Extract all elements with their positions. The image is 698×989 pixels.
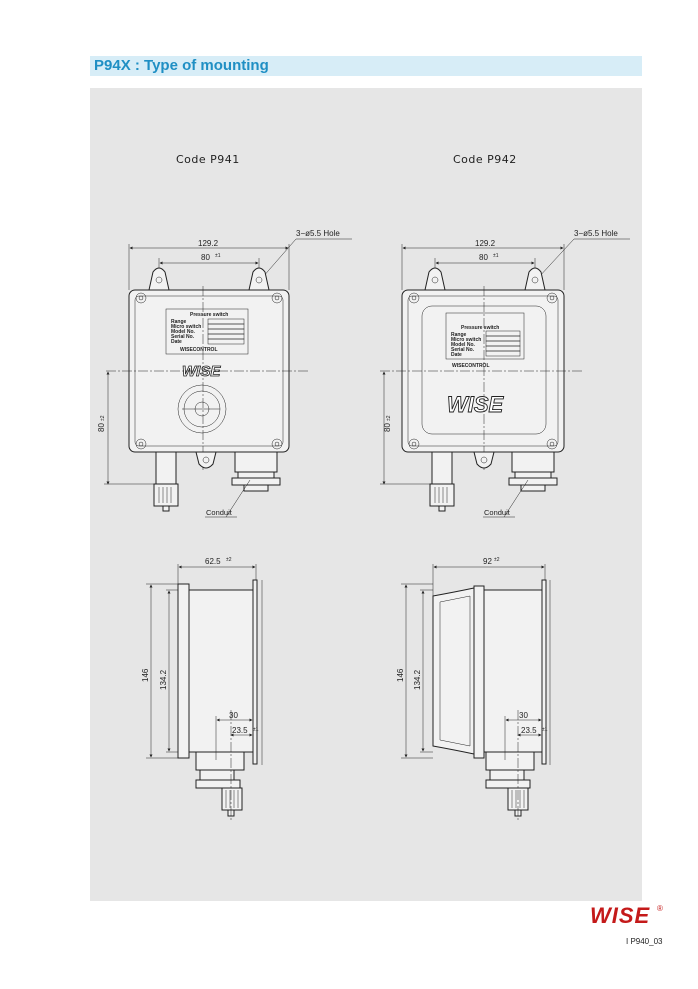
nameplate-title-p941: Pressure switch [190, 312, 228, 318]
nameplate-brand-p942: WISECONTROL [452, 363, 490, 369]
width-dim-p941: 129.2 [198, 239, 219, 248]
front-view-p941: Code P941 129.2 80 ±1 3−ø5.5 Hole Pressu… [97, 153, 352, 518]
body-height-p942: 134.2 [413, 669, 422, 690]
nameplate-row-micro-p941: Micro switch [171, 324, 201, 330]
hole-note-p942: 3−ø5.5 Hole [574, 229, 618, 238]
depth-tol-p941: ±2 [226, 557, 232, 563]
body-height-p941: 134.2 [159, 669, 168, 690]
conduit-offset2-tol-p941: ±1 [253, 727, 259, 733]
code-label-p942: Code P942 [453, 153, 517, 166]
height-dim-p942: 80 [383, 423, 392, 432]
nameplate-row-micro-p942: Micro switch [451, 337, 481, 343]
nameplate-row-date-p941: Date [171, 339, 182, 345]
conduit-offset2-p941: 23.5 [232, 726, 248, 735]
height-tol-p941: ±2 [100, 415, 106, 421]
header-bar [90, 56, 642, 76]
hole-pitch-p942: 80 [479, 253, 488, 262]
front-view-p942: Code P942 129.2 80 ±1 3−ø5.5 Hole Pressu… [380, 153, 630, 518]
body-logo-p941: WISE [182, 363, 221, 380]
body-logo-p942: WISE [447, 392, 505, 417]
hole-pitch-tol-p942: ±1 [493, 253, 499, 259]
hole-note-p941: 3−ø5.5 Hole [296, 229, 340, 238]
conduit-offset-p942: 30 [519, 711, 528, 720]
side-view-p942: 92 ±2 146 134.2 30 23.5 ±1 [396, 557, 551, 822]
conduit-offset2-tol-p942: ±1 [542, 727, 548, 733]
side-view-p941: 62.5 ±2 146 134.2 30 23.5 ±1 [141, 557, 263, 822]
drawing-panel [90, 88, 642, 901]
depth-dim-p941: 62.5 [205, 557, 221, 566]
depth-dim-p942: 92 [483, 557, 492, 566]
hole-pitch-p941: 80 [201, 253, 210, 262]
nameplate-title-p942: Pressure switch [461, 325, 499, 331]
total-height-p942: 146 [396, 668, 405, 682]
page-title: P94X : Type of mounting [94, 57, 269, 74]
width-dim-p942: 129.2 [475, 239, 496, 248]
total-height-p941: 146 [141, 668, 150, 682]
nameplate-brand-p941: WISECONTROL [180, 347, 218, 353]
depth-tol-p942: ±2 [494, 557, 500, 563]
nameplate-row-range-p942: Range [451, 332, 467, 338]
conduit-label-p941: Conduit [206, 508, 233, 517]
code-label-p941: Code P941 [176, 153, 240, 166]
nameplate-row-serial-p942: Serial No. [451, 347, 475, 353]
nameplate-row-serial-p941: Serial No. [171, 334, 195, 340]
footer-brand-logo: WISE [590, 903, 651, 928]
conduit-offset2-p942: 23.5 [521, 726, 537, 735]
conduit-offset-p941: 30 [229, 711, 238, 720]
hole-pitch-tol-p941: ±1 [215, 253, 221, 259]
page-code: I P940_03 [626, 937, 663, 946]
nameplate-row-date-p942: Date [451, 352, 462, 358]
nameplate-row-model-p942: Model No. [451, 342, 475, 348]
nameplate-row-model-p941: Model No. [171, 329, 195, 335]
registered-mark: ® [657, 904, 663, 913]
conduit-label-p942: Conduit [484, 508, 511, 517]
height-dim-p941: 80 [97, 423, 106, 432]
height-tol-p942: ±2 [386, 415, 392, 421]
nameplate-row-range-p941: Range [171, 319, 187, 325]
